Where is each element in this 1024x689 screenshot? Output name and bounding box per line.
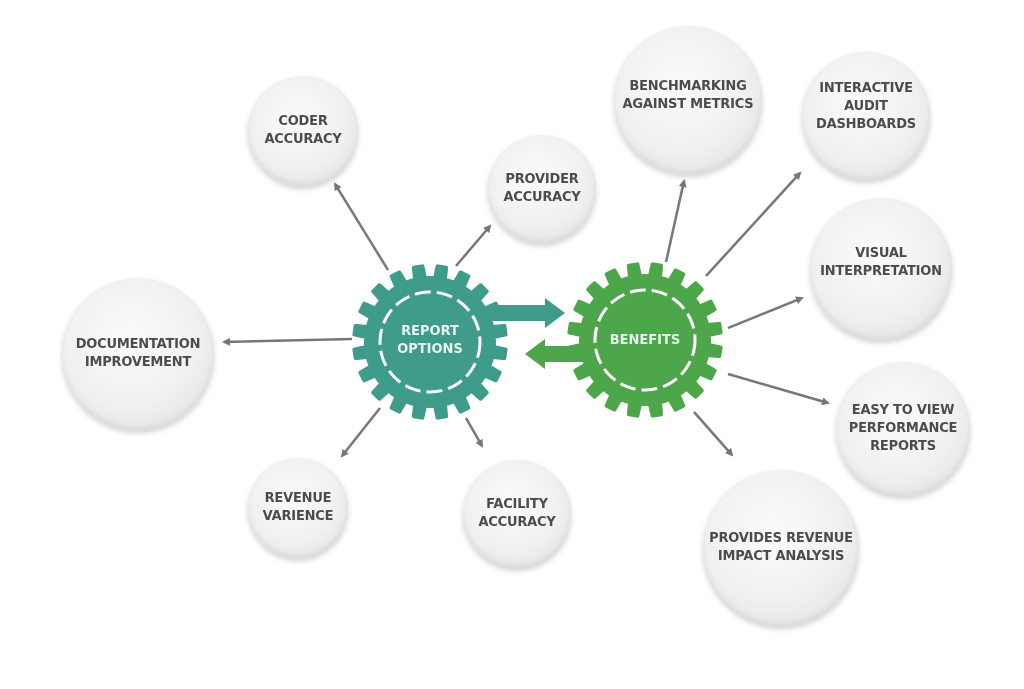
- bubble-performance-reports: EASY TO VIEW PERFORMANCE REPORTS: [836, 362, 970, 496]
- arrow-benchmarking: [664, 179, 687, 263]
- arrow-coder: [333, 182, 390, 271]
- bubble-label: REVENUE VARIENCE: [262, 491, 334, 524]
- arrow-revenue-impact: [693, 411, 734, 457]
- bubble-label: PROVIDES REVENUE IMPACT ANALYSIS: [709, 531, 853, 564]
- bubble-benchmarking: BENCHMARKING AGAINST METRICS: [614, 26, 762, 174]
- bubble-visual-interpretation: VISUAL INTERPRETATION: [810, 198, 952, 340]
- arrow-dashboards: [705, 171, 802, 277]
- bubble-documentation-improvement: DOCUMENTATION IMPROVEMENT: [62, 278, 214, 430]
- arrow-documentation: [222, 337, 353, 346]
- bubble-label: CODER ACCURACY: [264, 114, 342, 147]
- arrow-revenue-varience: [340, 407, 381, 458]
- benefits-label: BENEFITS: [609, 333, 681, 348]
- report-options-label: REPORT OPTIONS: [397, 324, 463, 357]
- report-options-gear: [352, 264, 508, 420]
- bubble-label: EASY TO VIEW PERFORMANCE REPORTS: [848, 403, 958, 454]
- bubble-facility-accuracy: FACILITY ACCURACY: [463, 460, 571, 568]
- bubble-revenue-impact: PROVIDES REVENUE IMPACT ANALYSIS: [703, 470, 859, 626]
- gear-body: [352, 264, 508, 420]
- bubble-provider-accuracy: PROVIDER ACCURACY: [488, 135, 596, 243]
- bubble-label: VISUAL INTERPRETATION: [820, 246, 942, 279]
- bubble-label: BENCHMARKING AGAINST METRICS: [622, 79, 754, 112]
- arrow-facility: [464, 417, 484, 448]
- forward-arrow: [490, 298, 565, 328]
- bubble-label: DOCUMENTATION IMPROVEMENT: [75, 337, 201, 370]
- arrow-visual: [727, 296, 804, 330]
- bubble-coder-accuracy: CODER ACCURACY: [248, 76, 358, 186]
- bubble-interactive-dashboards: INTERACTIVE AUDIT DASHBOARDS: [802, 52, 930, 180]
- arrow-performance: [727, 372, 830, 406]
- bubble-label: PROVIDER ACCURACY: [503, 172, 581, 205]
- gear-dashed-ring: [593, 288, 697, 392]
- bubble-label: INTERACTIVE AUDIT DASHBOARDS: [816, 81, 916, 132]
- arrow-provider: [455, 224, 492, 267]
- bubble-revenue-varience: REVENUE VARIENCE: [248, 458, 348, 558]
- bubble-label: FACILITY ACCURACY: [478, 497, 556, 530]
- gear-body: [567, 262, 723, 418]
- benefits-gear: [567, 262, 723, 418]
- gear-dashed-ring: [378, 290, 482, 394]
